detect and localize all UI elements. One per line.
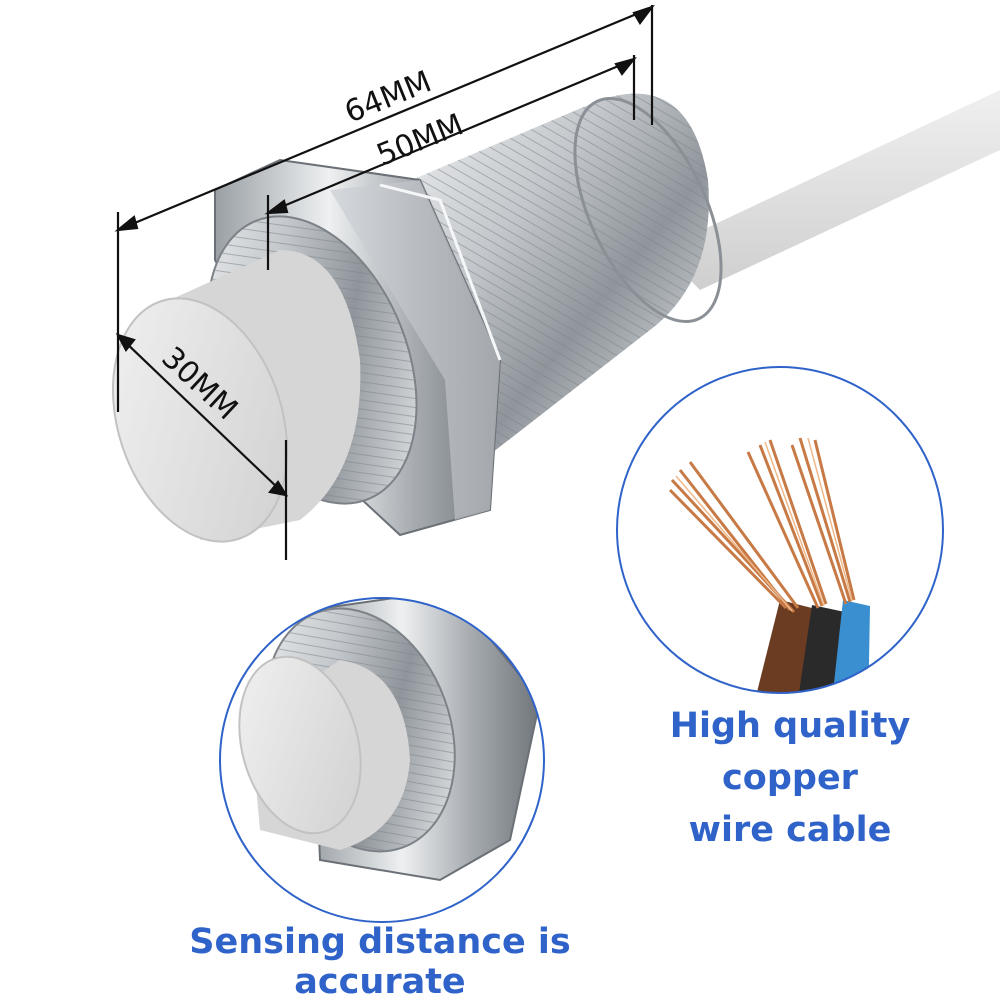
copper-inset-border bbox=[616, 366, 944, 694]
copper-caption-line2: wire cable bbox=[688, 810, 892, 850]
dimension-lines bbox=[114, 4, 655, 560]
sensor-closeup-inset bbox=[219, 597, 545, 923]
cable bbox=[660, 90, 1000, 290]
sensing-cap bbox=[111, 250, 361, 543]
copper-caption-line1: High quality copper bbox=[669, 706, 911, 798]
sensing-distance-caption: Sensing distance is accurate bbox=[189, 922, 571, 1002]
copper-wire-caption: High quality copper wire cable bbox=[600, 700, 980, 856]
sensor-inset-border bbox=[219, 597, 545, 923]
copper-wire-inset bbox=[616, 366, 944, 694]
